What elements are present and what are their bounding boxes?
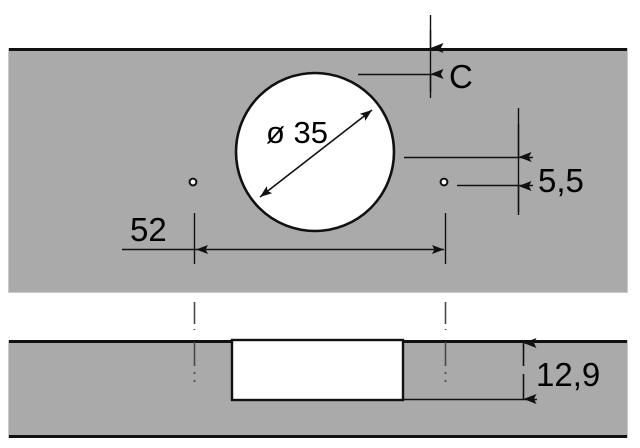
dimension-diameter: ø 35 bbox=[259, 109, 373, 198]
section-view bbox=[8, 302, 628, 438]
c-label: C bbox=[449, 58, 473, 95]
dimension-12-9: 12,9 bbox=[404, 338, 600, 404]
h55-label: 5,5 bbox=[538, 162, 584, 199]
main-bore-circle bbox=[234, 71, 396, 233]
front-view bbox=[8, 48, 628, 293]
right-screw-hole bbox=[439, 177, 449, 187]
projection-centerlines bbox=[193, 302, 447, 382]
d129-label: 12,9 bbox=[536, 356, 600, 393]
recess-pocket bbox=[230, 338, 405, 402]
left-screw-hole bbox=[188, 177, 198, 187]
d52-label: 52 bbox=[130, 211, 167, 248]
dimension-52: 52 bbox=[122, 211, 447, 264]
dimension-c: C bbox=[358, 15, 473, 98]
dimension-5-5: 5,5 bbox=[404, 108, 584, 215]
diameter-label: ø 35 bbox=[266, 115, 328, 150]
diameter-leader-line bbox=[259, 109, 373, 198]
